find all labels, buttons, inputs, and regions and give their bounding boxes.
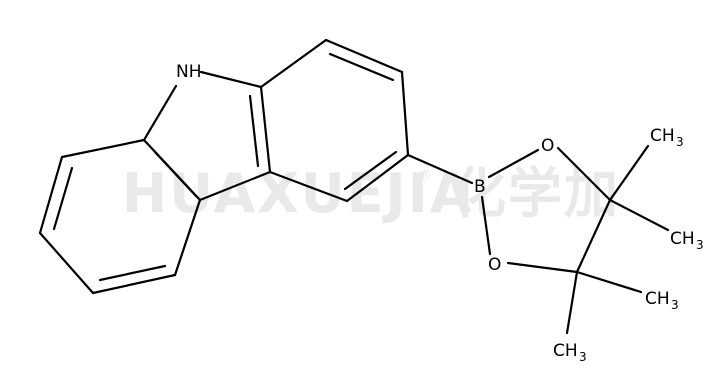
- bond-double-inner: [98, 264, 167, 282]
- bond-double-inner: [248, 94, 260, 168]
- methyl-bonds: [565, 144, 670, 335]
- bond-double-inner: [328, 52, 395, 82]
- bond: [38, 231, 95, 295]
- boron-label: B: [474, 177, 486, 197]
- bond: [142, 84, 178, 142]
- left-benzene-ring: [38, 138, 202, 295]
- methyl-label-1: CH 3: [650, 126, 684, 149]
- bond: [91, 273, 177, 295]
- bond: [198, 170, 272, 202]
- bond-double-inner: [343, 150, 398, 191]
- oxygen-bottom-label: O: [488, 255, 501, 275]
- bond-double-inner: [52, 166, 74, 231]
- bond: [506, 261, 579, 274]
- right-benzene-ring: [259, 38, 410, 203]
- bond: [60, 138, 146, 159]
- dioxaborolane-ring: [406, 146, 612, 274]
- bond: [575, 198, 612, 274]
- bond: [608, 144, 650, 202]
- watermark-registered: ®: [418, 168, 432, 184]
- methyl-3-sub: 3: [671, 298, 679, 312]
- bond: [268, 170, 349, 203]
- methyl-4-main: CH: [553, 341, 578, 361]
- methyl-3-main: CH: [645, 289, 670, 309]
- watermark-cn-text: 化学加: [452, 162, 620, 225]
- bond: [259, 38, 328, 89]
- bond: [173, 198, 202, 277]
- nh-label: NH: [176, 62, 202, 82]
- bond: [345, 153, 410, 203]
- methyl-label-3: CH 3: [645, 289, 679, 312]
- watermark-text: HUAXUEJIA: [122, 162, 474, 225]
- bond: [556, 146, 612, 202]
- methyl-4-sub: 3: [579, 350, 587, 364]
- bond: [199, 70, 263, 89]
- pyrrole-ring: [142, 70, 272, 202]
- bond: [487, 148, 540, 179]
- oxygen-top-label: O: [541, 136, 554, 156]
- bond: [406, 153, 474, 185]
- bond: [38, 155, 64, 235]
- methyl-label-4: CH 3: [553, 341, 587, 364]
- bond: [480, 195, 492, 256]
- bond: [400, 70, 410, 157]
- methyl-2-sub: 3: [696, 238, 704, 252]
- bond-double-inner: [153, 150, 198, 198]
- methyl-1-sub: 3: [676, 135, 684, 149]
- methyl-1-main: CH: [650, 126, 675, 146]
- bond: [608, 198, 670, 232]
- bond: [565, 270, 579, 335]
- methyl-2-main: CH: [670, 229, 695, 249]
- bond: [324, 38, 404, 74]
- bond: [259, 85, 272, 174]
- bond: [575, 270, 643, 294]
- methyl-label-2: CH 3: [670, 229, 704, 252]
